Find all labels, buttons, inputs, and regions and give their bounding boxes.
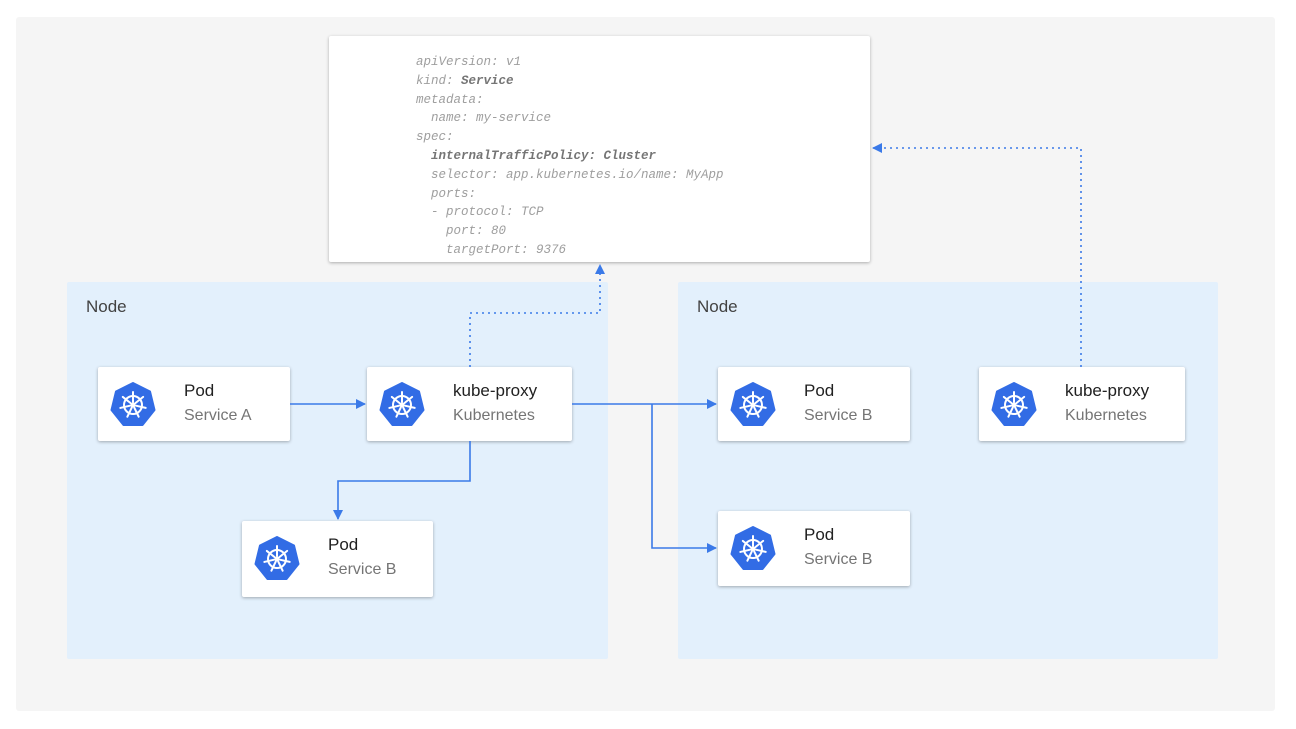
arrow-kube-proxy-to-pod-b-left bbox=[333, 441, 471, 520]
node-label: Node bbox=[86, 297, 127, 316]
card-subtitle: Service B bbox=[804, 551, 873, 568]
kubernetes-icon bbox=[110, 382, 156, 426]
kubernetes-icon bbox=[730, 382, 776, 426]
card-title: kube-proxy bbox=[1065, 381, 1150, 400]
kubernetes-icon bbox=[254, 536, 300, 580]
service-yaml-box: apiVersion: v1 kind: Service metadata: n… bbox=[329, 36, 870, 262]
card-subtitle: Kubernetes bbox=[1065, 407, 1147, 424]
dotted-arrow-right-proxy-to-service bbox=[872, 143, 1082, 367]
card-title: kube-proxy bbox=[453, 381, 538, 400]
yaml-code: apiVersion: v1 kind: Service metadata: n… bbox=[416, 55, 724, 257]
card-subtitle: Service B bbox=[804, 407, 873, 424]
card-subtitle: Service B bbox=[328, 561, 397, 578]
kubernetes-icon bbox=[991, 382, 1037, 426]
arrow-kube-proxy-to-pod-b-right-2 bbox=[651, 404, 717, 553]
kubernetes-icon bbox=[730, 526, 776, 570]
kubernetes-icon bbox=[379, 382, 425, 426]
node-right: Node bbox=[678, 282, 1218, 659]
card-title: Pod bbox=[804, 525, 835, 544]
dotted-arrow-left-proxy-to-service bbox=[469, 264, 605, 367]
card-subtitle: Kubernetes bbox=[453, 407, 535, 424]
card-title: Pod bbox=[804, 381, 835, 400]
card-title: Pod bbox=[328, 535, 359, 554]
card-subtitle: Service A bbox=[184, 407, 252, 424]
card-title: Pod bbox=[184, 381, 215, 400]
node-label: Node bbox=[697, 297, 738, 316]
